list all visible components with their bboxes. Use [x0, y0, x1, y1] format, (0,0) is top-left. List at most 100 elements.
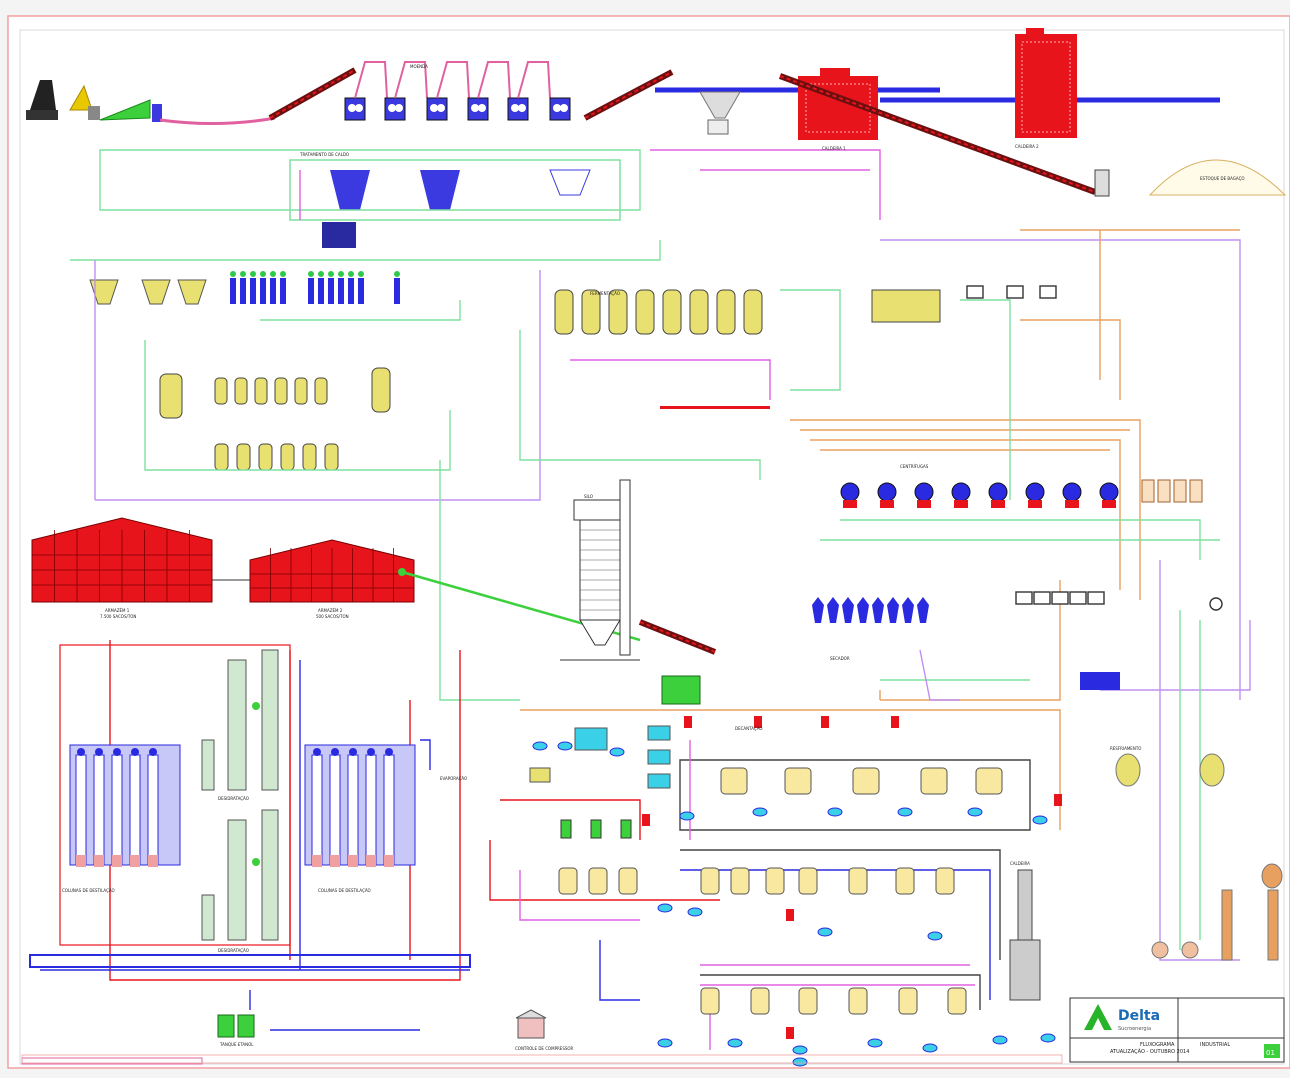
vat — [848, 987, 868, 1015]
filter-unit — [280, 278, 286, 304]
evaporator — [294, 377, 308, 405]
pump — [992, 1035, 1008, 1045]
plant-subtitle: ATUALIZAÇÃO - OUTUBRO 2014 — [1110, 1048, 1189, 1055]
vat — [618, 867, 638, 895]
valve-marker — [754, 716, 762, 728]
fermentation-tank — [554, 289, 574, 335]
cooling-label: RESFRIAMENTO — [1110, 746, 1141, 751]
dryer-unit — [872, 597, 884, 623]
pipe — [599, 940, 640, 1001]
fermentation-tank — [608, 289, 628, 335]
dryer-unit — [857, 597, 869, 623]
hopper — [141, 279, 171, 305]
crystallizer — [1025, 482, 1045, 502]
valve-marker — [1054, 794, 1062, 806]
filter-unit — [230, 278, 236, 304]
vat — [947, 987, 967, 1015]
separator — [1141, 479, 1155, 503]
dryer-unit — [902, 597, 914, 623]
pump — [609, 747, 625, 757]
column-right-label: COLUNAS DE DESTILAÇÃO — [318, 888, 371, 893]
cooling-towers — [1115, 753, 1283, 961]
distillation-column — [329, 754, 341, 866]
pipe — [489, 840, 720, 901]
vat — [852, 767, 880, 795]
warehouse-1-capacity: 7.500 SACOS/TON — [100, 614, 136, 619]
evaporation-label: EVAPORAÇÃO — [440, 776, 467, 781]
evaporator — [214, 443, 229, 471]
column-left-label: COLUNAS DE DESTILAÇÃO — [62, 888, 115, 893]
evaporator-body — [159, 373, 183, 419]
pump — [827, 807, 843, 817]
boiler-1 — [798, 68, 878, 140]
dehydration-1-label: DESIDRATAÇÃO — [218, 796, 249, 801]
evaporator — [324, 443, 339, 471]
vat — [730, 867, 750, 895]
crystallizer — [914, 482, 934, 502]
distillation-column — [147, 754, 159, 866]
instrument — [1087, 591, 1105, 605]
dryer-label: SECADOR — [830, 656, 850, 661]
plant-title: FLUXOGRAMA — [1140, 1042, 1175, 1048]
pipe — [420, 739, 431, 770]
distillation-column — [111, 754, 123, 866]
pipe — [500, 799, 641, 840]
distillation-column — [311, 754, 323, 866]
pump — [867, 1038, 883, 1048]
pipe — [780, 289, 841, 391]
separator — [1189, 479, 1203, 503]
valve-marker — [684, 716, 692, 728]
filter-unit — [308, 278, 314, 304]
distillation-column — [383, 754, 395, 866]
filter-unit — [358, 278, 364, 304]
evaporator — [254, 377, 268, 405]
evaporator — [274, 377, 288, 405]
vat — [848, 867, 868, 895]
crystallizer — [840, 482, 860, 502]
silo-label: SILO — [584, 494, 593, 499]
decantation-label: DECANTAÇÃO — [735, 726, 763, 731]
title-block: Delta Sucroenergia FLUXOGRAMA ATUALIZAÇÃ… — [1069, 997, 1285, 1063]
pipe — [570, 359, 771, 400]
crystallizer — [1099, 482, 1119, 502]
instrument — [1069, 591, 1087, 605]
juice-treatment-label: TRATAMENTO DE CALDO — [299, 152, 349, 157]
crystallizer — [877, 482, 897, 502]
control-label: CONTROLE DE COMPRESSOR — [515, 1046, 574, 1051]
warehouse-2-label: ARMAZÉM 2 — [318, 608, 343, 613]
hopper — [177, 279, 207, 305]
filter-unit — [270, 278, 276, 304]
boiler-label: CALDEIRA — [1010, 861, 1030, 866]
filter-unit — [260, 278, 266, 304]
pump — [967, 807, 983, 817]
pipe — [960, 299, 1011, 500]
hoppers — [89, 279, 207, 305]
warehouse-2-capacity: 500 SACOS/TON — [316, 614, 349, 619]
instrument — [1033, 591, 1051, 605]
centrifuges-label: CENTRÍFUGAS — [900, 464, 929, 469]
filter — [590, 819, 602, 839]
crystallizer-row — [840, 479, 1203, 508]
filter-unit — [394, 278, 400, 304]
outer-frame — [7, 15, 1290, 1069]
cane-conveyor — [159, 116, 276, 126]
vat — [750, 987, 770, 1015]
fermentation-tank — [662, 289, 682, 335]
fermentation-tanks — [554, 289, 941, 409]
pump — [922, 1043, 938, 1053]
instrument — [1209, 597, 1223, 611]
pipe — [95, 270, 541, 501]
pipe — [439, 460, 520, 701]
pump — [727, 1038, 743, 1048]
distillation-column — [365, 754, 377, 866]
valve-marker — [821, 716, 829, 728]
pump — [792, 1045, 808, 1055]
pump — [687, 907, 703, 917]
valve-marker — [786, 909, 794, 921]
vat — [895, 867, 915, 895]
pipe — [650, 149, 881, 220]
valve-marker — [642, 814, 650, 826]
evaporator — [234, 377, 248, 405]
